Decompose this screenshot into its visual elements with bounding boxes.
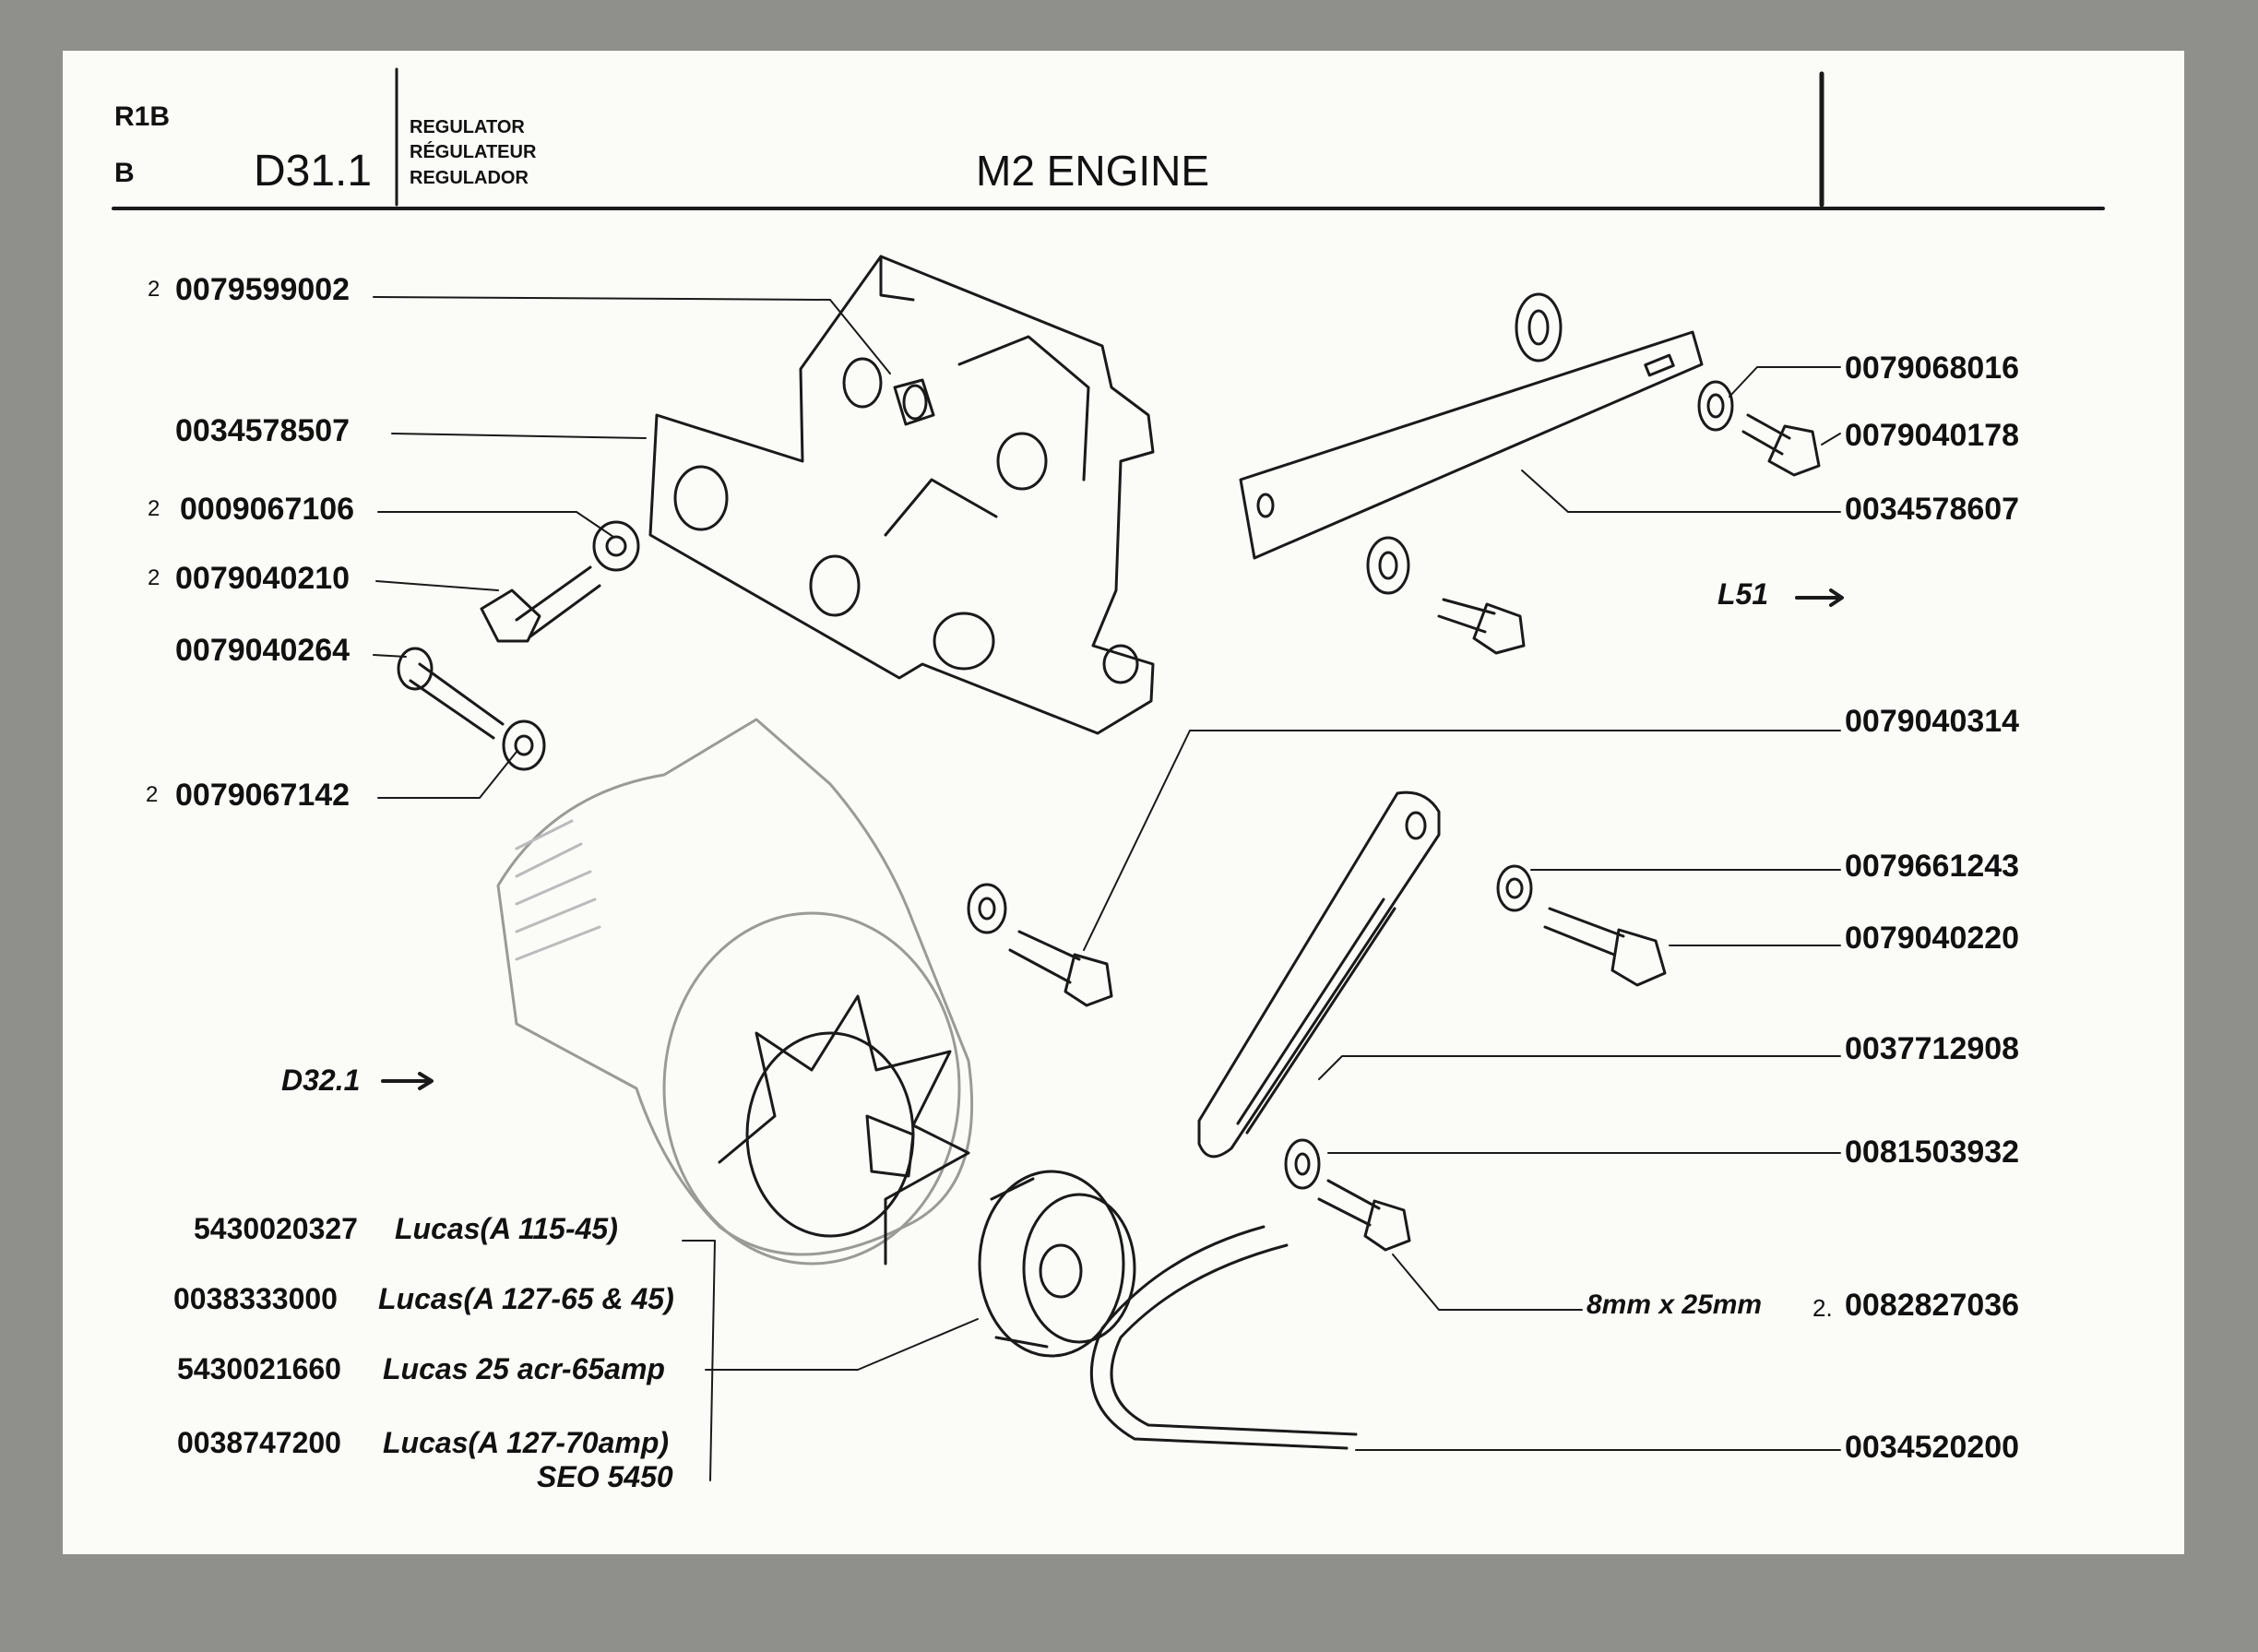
- part-number: 0079040178: [1845, 418, 2020, 453]
- part-number: 0034578507: [175, 413, 351, 448]
- part-number: 0034520200: [1845, 1430, 2020, 1465]
- part-qty: 2: [146, 782, 159, 807]
- section-title-es: REGULADOR: [410, 168, 529, 188]
- part-number: 0079040210: [175, 561, 351, 596]
- alternator-description: Lucas(A 115-45): [395, 1212, 618, 1245]
- washers: [502, 292, 1734, 1190]
- part-number: 0079040314: [1845, 704, 2020, 739]
- part-number: 0082827036: [1845, 1288, 2020, 1323]
- alternator-description: Lucas 25 acr-65amp: [383, 1352, 665, 1385]
- pulley: [978, 1170, 1136, 1358]
- header-code-bottom: B: [114, 158, 135, 188]
- part-number: 0037712908: [1845, 1031, 2020, 1066]
- header-code-top: R1B: [114, 101, 171, 132]
- support-plate: [1239, 330, 1704, 560]
- alternator-description: Lucas(A 127-70amp): [383, 1426, 670, 1459]
- part-qty: 2: [148, 496, 160, 521]
- header-rules: [112, 67, 2105, 210]
- part-number: 0079599002: [175, 272, 351, 307]
- alternator-description: Lucas(A 127-65 & 45): [378, 1282, 674, 1315]
- regulator-bracket: [648, 255, 1155, 735]
- alternator-part-number: 0038747200: [177, 1426, 341, 1459]
- part-number: 0079040264: [175, 633, 351, 668]
- part-number: 0034578607: [1845, 492, 2020, 527]
- part-qty: 2: [148, 277, 160, 302]
- reference-arrows: [381, 588, 1844, 1090]
- section-title-en: REGULATOR: [410, 117, 525, 137]
- alternator-part-number: 0038333000: [173, 1282, 338, 1315]
- fan-belt: [1089, 1225, 1358, 1450]
- alternator-description-extra: SEO 5450: [537, 1460, 673, 1493]
- part-number: 0079067142: [175, 778, 351, 813]
- page-title: M2 ENGINE: [976, 147, 1210, 195]
- bolt-size: 8mm x 25mm: [1587, 1290, 1763, 1320]
- part-number: 0079040220: [1845, 921, 2020, 956]
- part-number: 0079661243: [1845, 849, 2020, 884]
- adjusting-link: [1197, 790, 1441, 1159]
- part-number: 0009067106: [180, 492, 355, 527]
- bolts: [397, 413, 1821, 1252]
- cross-reference-left: D32.1: [281, 1064, 361, 1097]
- part-number: 0079068016: [1845, 351, 2020, 386]
- alternator-part-number: 5430020327: [194, 1212, 358, 1245]
- cross-reference-right: L51: [1717, 577, 1769, 611]
- part-qty: 2.: [1812, 1294, 1833, 1322]
- part-number: 0081503932: [1845, 1135, 2020, 1170]
- alternator-part-number: 5430021660: [177, 1352, 341, 1385]
- part-qty: 2: [148, 565, 160, 590]
- leader-lines: [373, 296, 1841, 1481]
- section-title-fr: RÉGULATEUR: [410, 142, 537, 162]
- page-ref: D31.1: [254, 147, 373, 196]
- alternator: [496, 718, 974, 1266]
